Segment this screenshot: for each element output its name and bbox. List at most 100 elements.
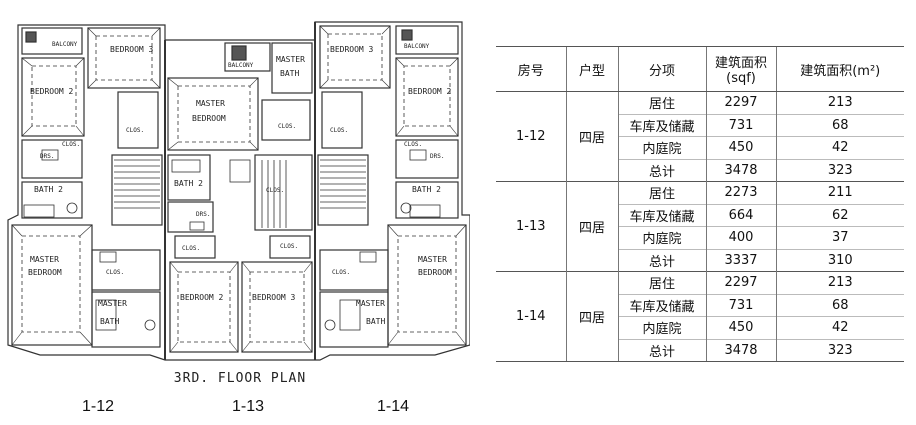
cell-sqf: 731 (705, 113, 776, 137)
room-label: MASTER (98, 299, 127, 308)
cell-item: 总计 (617, 338, 706, 362)
header-area-sqf-line2: (sqf) (726, 71, 756, 86)
unit-label-1-12: 1-12 (81, 398, 115, 415)
room-label: DRS. (196, 211, 210, 218)
cell-sqf: 3478 (705, 158, 776, 182)
plan-title: 3RD. FLOOR PLAN (173, 371, 307, 386)
room-label: BEDROOM 3 (330, 45, 374, 54)
cell-item: 居住 (617, 181, 706, 204)
cell-m2: 323 (775, 338, 904, 362)
cell-sqf: 3337 (705, 248, 776, 272)
header-item: 分项 (617, 46, 706, 92)
header-unit-type: 户型 (565, 46, 618, 92)
cell-item: 内庭院 (617, 136, 706, 159)
room-label: MASTER (196, 99, 225, 108)
cell-unit-type: 四居 (565, 271, 618, 362)
header-room-no: 房号 (496, 46, 566, 92)
cell-m2: 68 (775, 293, 904, 317)
room-label: CLOS. (126, 127, 144, 134)
room-label: MASTER (356, 299, 385, 308)
cell-m2: 37 (775, 226, 904, 249)
room-label: BALCONY (404, 43, 430, 50)
cell-sqf: 450 (705, 316, 776, 339)
header-area-m2: 建筑面积(m²) (775, 46, 904, 92)
table-row: 内庭院 450 42 (496, 316, 904, 339)
cell-item: 总计 (617, 248, 706, 272)
table-row: 车库及储藏 664 62 (496, 203, 904, 227)
room-label: BATH (280, 69, 299, 78)
room-label: BALCONY (52, 41, 78, 48)
cell-unit-type: 四居 (565, 91, 618, 182)
cell-item: 居住 (617, 91, 706, 114)
cell-sqf: 664 (705, 203, 776, 227)
room-label: CLOS. (404, 141, 422, 148)
room-label: BATH (366, 317, 385, 326)
cell-sqf: 2273 (705, 181, 776, 204)
cell-sqf: 450 (705, 136, 776, 159)
room-label: CLOS. (278, 123, 296, 130)
cell-item: 居住 (617, 271, 706, 294)
cell-item: 车库及储藏 (617, 293, 706, 317)
cell-m2: 213 (775, 91, 904, 114)
unit-label-1-13: 1-13 (231, 398, 265, 415)
room-label: CLOS. (330, 127, 348, 134)
area-table: 房号 户型 分项 建筑面积(sqf) 建筑面积(m²) 1-12 四居 居住 2… (496, 46, 904, 362)
cell-item: 内庭院 (617, 316, 706, 339)
cell-m2: 62 (775, 203, 904, 227)
table-header-row: 房号 户型 分项 建筑面积(sqf) 建筑面积(m²) (496, 46, 904, 92)
cell-m2: 310 (775, 248, 904, 272)
table-row: 1-13 四居 居住 2273 211 (496, 181, 904, 272)
room-label: BATH (100, 317, 119, 326)
cell-m2: 42 (775, 316, 904, 339)
room-label: BEDROOM 2 (30, 87, 74, 96)
room-label: BALCONY (228, 62, 254, 69)
room-label: BATH 2 (34, 185, 63, 194)
room-label: BEDROOM (192, 114, 226, 123)
cell-room-no: 1-12 (496, 91, 566, 182)
table-row: 总计 3478 323 (496, 158, 904, 182)
cell-sqf: 731 (705, 293, 776, 317)
room-label: BEDROOM 3 (252, 293, 296, 302)
cell-room-no: 1-13 (496, 181, 566, 272)
room-label: BEDROOM 3 (110, 45, 154, 54)
table-row: 内庭院 450 42 (496, 136, 904, 159)
unit-label-1-14: 1-14 (376, 398, 410, 415)
cell-item: 内庭院 (617, 226, 706, 249)
floor-plan-drawing: BEDROOM 3 BEDROOM 2 BALCONY CLOS. CLOS. … (7, 21, 470, 361)
header-area-sqf: 建筑面积(sqf) (705, 46, 776, 92)
table-row: 1-14 四居 居住 2297 213 (496, 271, 904, 362)
cell-sqf: 400 (705, 226, 776, 249)
cell-m2: 323 (775, 158, 904, 182)
room-label: BEDROOM 2 (408, 87, 452, 96)
room-label: CLOS. (182, 245, 200, 252)
room-label: BEDROOM (28, 268, 62, 277)
room-label: CLOS. (280, 243, 298, 250)
cell-m2: 42 (775, 136, 904, 159)
floor-plan: BEDROOM 3 BEDROOM 2 BALCONY CLOS. CLOS. … (7, 21, 470, 415)
room-label: DRS. (40, 153, 54, 160)
cell-sqf: 3478 (705, 338, 776, 362)
room-label: CLOS. (332, 269, 350, 276)
room-label: BEDROOM (418, 268, 452, 277)
cell-sqf: 2297 (705, 271, 776, 294)
room-label: CLOS. (62, 141, 80, 148)
cell-item: 总计 (617, 158, 706, 182)
room-label: BEDROOM 2 (180, 293, 224, 302)
room-label: DRS. (430, 153, 444, 160)
table-row: 车库及储藏 731 68 (496, 113, 904, 137)
cell-sqf: 2297 (705, 91, 776, 114)
room-label: BATH 2 (174, 179, 203, 188)
room-label: CLOS. (106, 269, 124, 276)
cell-m2: 68 (775, 113, 904, 137)
cell-item: 车库及储藏 (617, 203, 706, 227)
table-row: 总计 3478 323 (496, 338, 904, 362)
room-label: MASTER (30, 255, 59, 264)
room-label: MASTER (418, 255, 447, 264)
room-label: MASTER (276, 55, 305, 64)
table-row: 内庭院 400 37 (496, 226, 904, 249)
cell-unit-type: 四居 (565, 181, 618, 272)
room-label: CLOS. (266, 187, 284, 194)
header-area-sqf-line1: 建筑面积 (714, 56, 767, 71)
table-row: 车库及储藏 731 68 (496, 293, 904, 317)
room-label: BATH 2 (412, 185, 441, 194)
